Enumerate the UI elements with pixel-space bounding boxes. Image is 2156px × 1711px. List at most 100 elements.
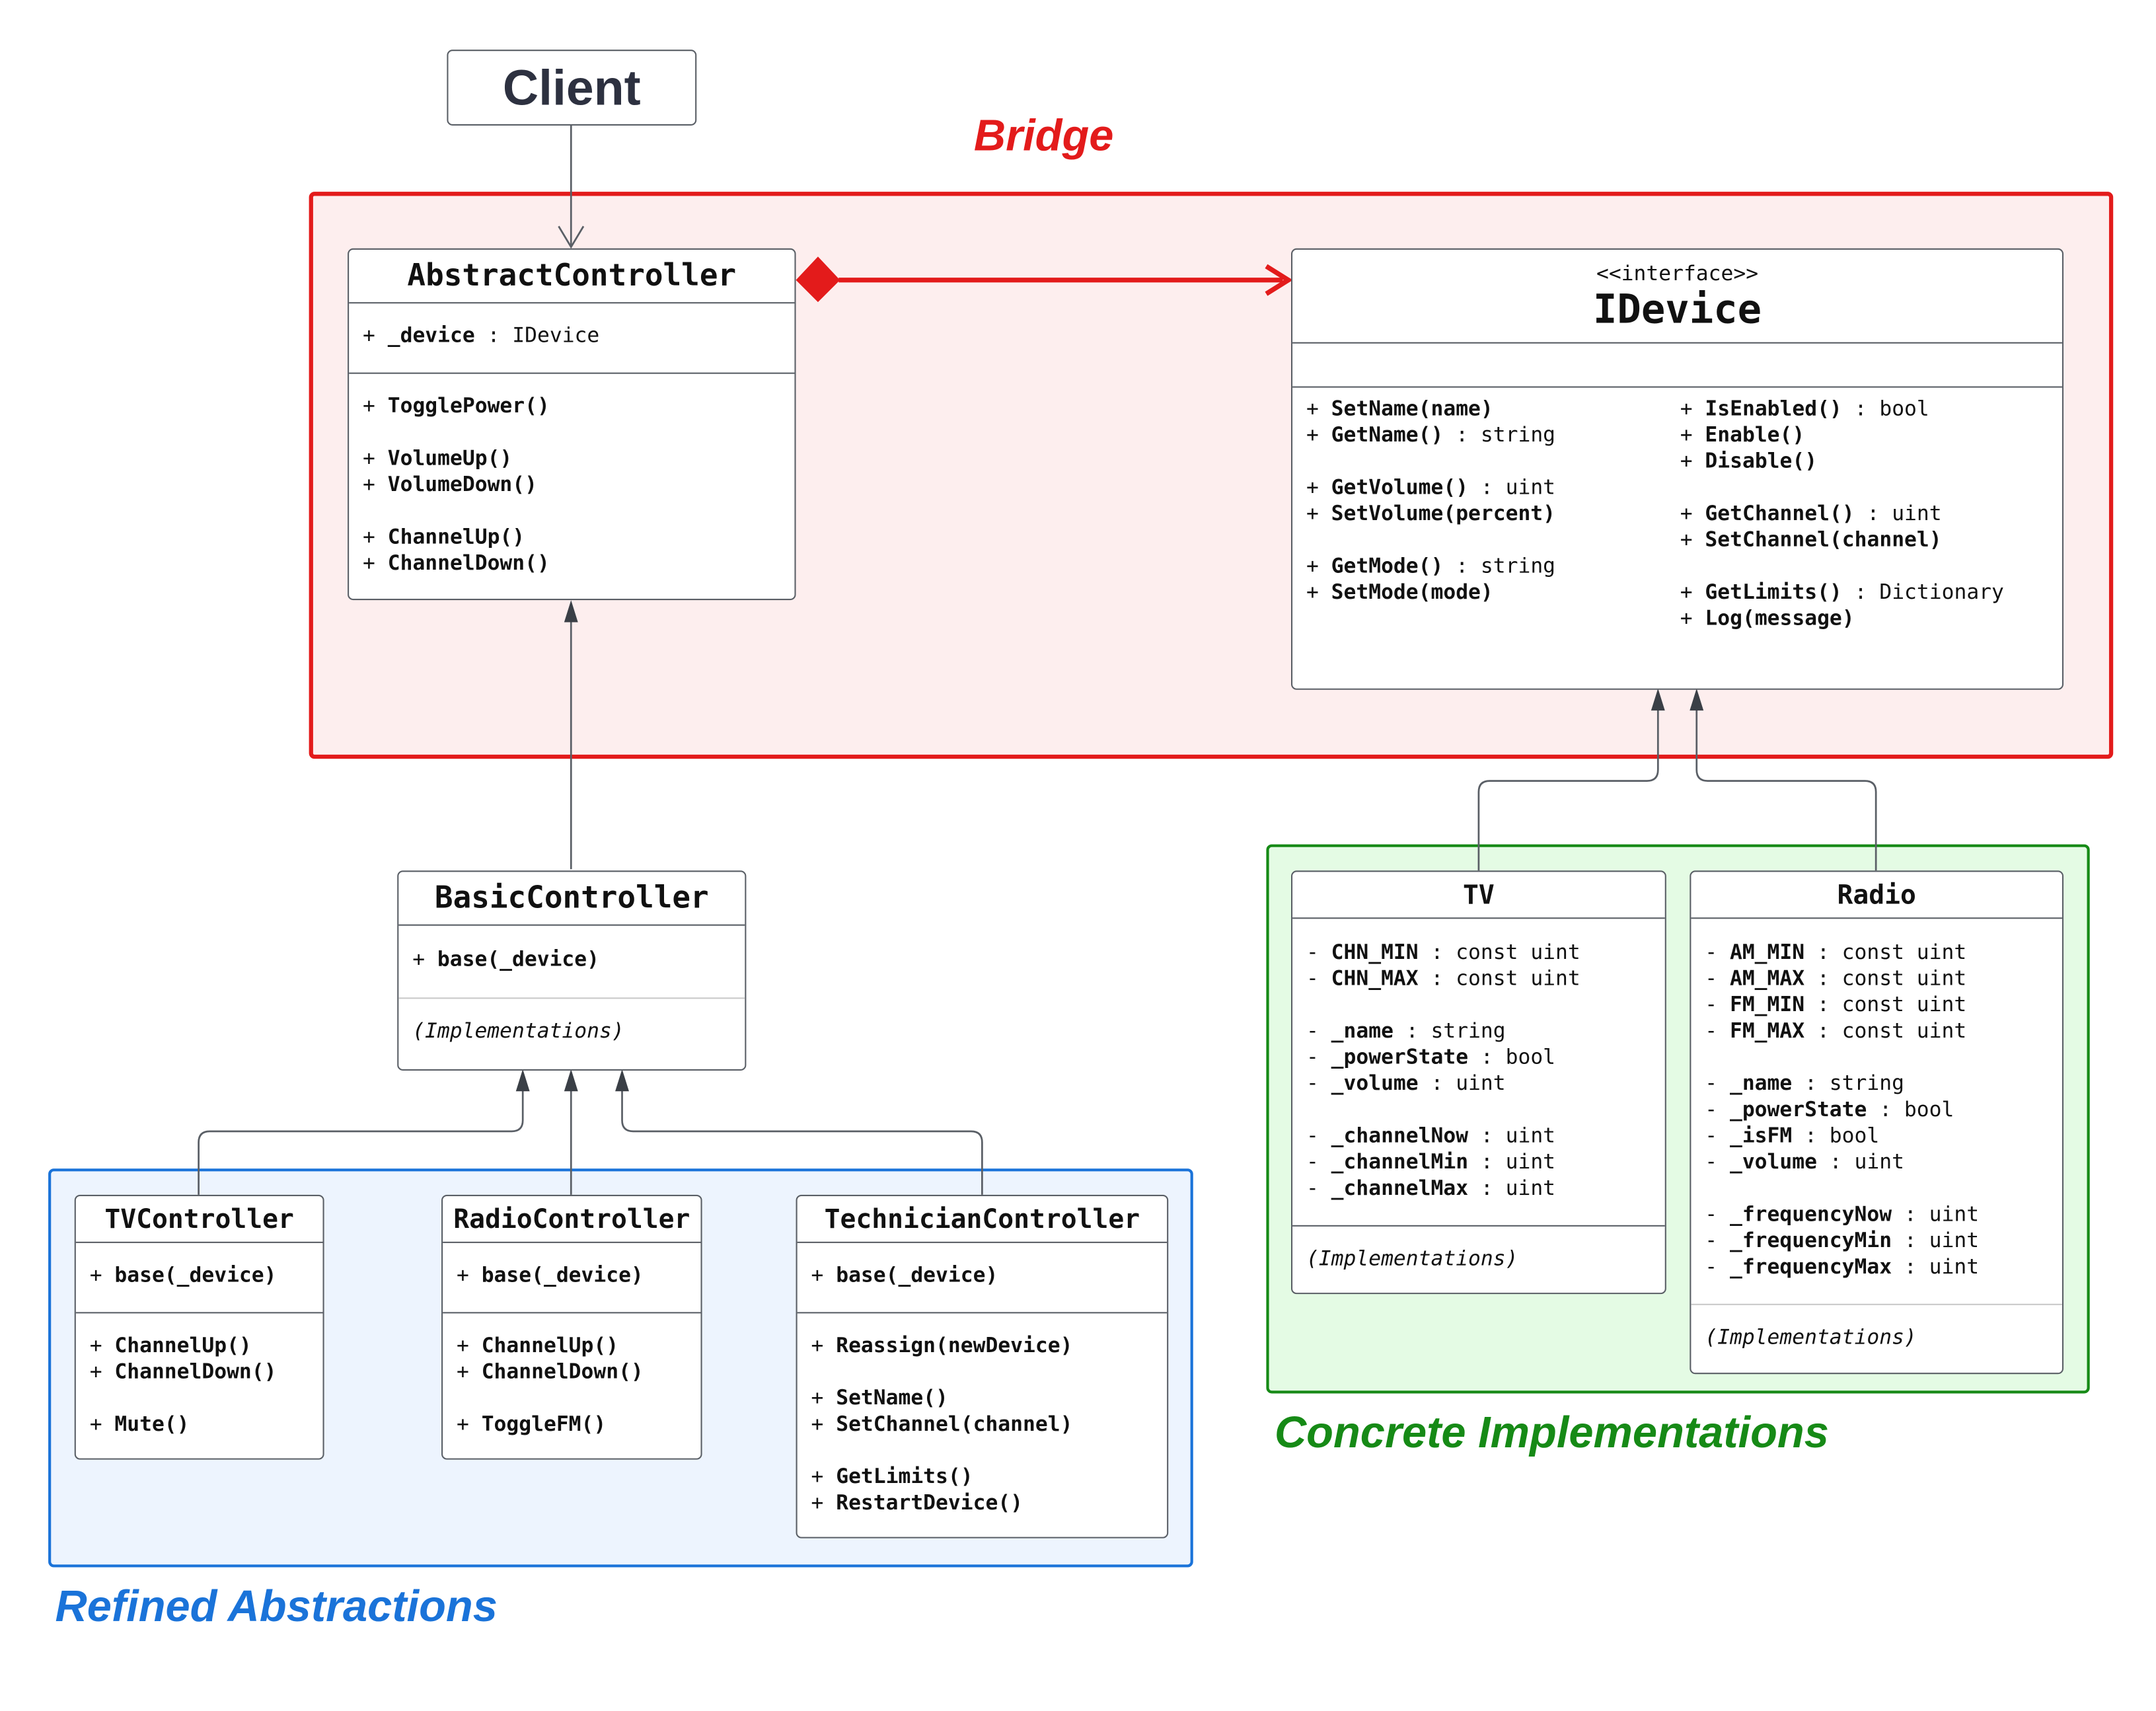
member-name: Log(message) <box>1705 605 1855 631</box>
visibility: - <box>1705 991 1730 1017</box>
visibility: - <box>1306 939 1331 965</box>
member-name: CHN_MAX <box>1331 966 1419 991</box>
member-name: ChannelDown() <box>387 550 550 576</box>
member-type: : uint <box>1468 475 1556 500</box>
member-row: + RestartDevice() <box>811 1490 1154 1517</box>
visibility: + <box>89 1332 115 1358</box>
visibility: + <box>89 1359 115 1384</box>
composition-arrowhead <box>1265 264 1293 296</box>
member-name: GetVolume() <box>1331 475 1469 500</box>
member-name: _isFM <box>1729 1123 1793 1148</box>
member-type: : const uint <box>1804 939 1967 965</box>
member-type: : Dictionary <box>1841 579 2004 605</box>
member-name: GetLimits() <box>836 1463 973 1489</box>
member-name: SetMode(mode) <box>1331 579 1493 605</box>
visibility: + <box>1306 579 1331 605</box>
member-type: : uint <box>1892 1201 1980 1227</box>
member-row: + SetChannel(channel) <box>811 1412 1154 1438</box>
member-type: : const uint <box>1804 991 1967 1017</box>
member-name: _powerState <box>1729 1096 1867 1122</box>
member-name: SetChannel(channel) <box>836 1411 1073 1437</box>
member-row: - _frequencyNow : uint <box>1705 1201 2048 1228</box>
member-row: + GetVolume() : uint <box>1306 475 1674 501</box>
member-name: VolumeUp() <box>387 445 513 471</box>
member-row: - _isFM : bool <box>1705 1123 2048 1149</box>
visibility: + <box>811 1490 836 1515</box>
radio-controller-attributes: + base(_device) <box>443 1243 700 1312</box>
member-row: - _name : string <box>1306 1018 1651 1045</box>
tv-controller-methods: + ChannelUp()+ ChannelDown()+ Mute() <box>75 1312 323 1445</box>
visibility: + <box>89 1262 115 1287</box>
member-spacer <box>1306 1097 1651 1123</box>
refined-abstractions-label: Refined Abstractions <box>55 1581 498 1631</box>
member-row: + base(_device) <box>457 1262 687 1289</box>
member-spacer <box>1705 1176 2048 1202</box>
member-name: ChannelUp() <box>387 524 525 549</box>
visibility: + <box>1306 422 1331 447</box>
client-box: Client <box>447 50 697 126</box>
member-spacer <box>1705 1044 2048 1071</box>
idevice-attributes <box>1292 344 2062 387</box>
visibility: + <box>456 1332 482 1358</box>
visibility: - <box>1705 1227 1730 1253</box>
radio-arrowhead <box>1690 688 1704 711</box>
member-name: SetName(name) <box>1331 396 1493 421</box>
visibility: + <box>811 1262 836 1287</box>
member-type: : uint <box>1854 500 1942 526</box>
member-row: + ChannelUp() <box>457 1333 687 1359</box>
member-row: + base(_device) <box>811 1262 1154 1289</box>
member-row: + SetMode(mode) <box>1306 580 1674 606</box>
technician-controller-class: TechnicianController + base(_device) + R… <box>796 1194 1169 1539</box>
tv-attributes: - CHN_MIN : const uint- CHN_MAX : const … <box>1292 919 1665 1225</box>
member-type: : string <box>1443 553 1556 578</box>
member-name: ChannelUp() <box>114 1332 252 1358</box>
member-type: : const uint <box>1418 966 1580 991</box>
member-type: : const uint <box>1418 939 1580 965</box>
basic-controller-name: BasicController <box>398 872 745 926</box>
techniciancontroller-arrowhead <box>615 1069 629 1092</box>
member-type: : uint <box>1418 1070 1506 1096</box>
tv-controller-name: TVController <box>75 1196 323 1243</box>
visibility: - <box>1306 1018 1331 1044</box>
member-name: base(_device) <box>437 946 599 971</box>
member-name: GetLimits() <box>1705 579 1842 605</box>
idevice-methods-left: + SetName(name)+ GetName() : string+ Get… <box>1306 396 1674 632</box>
member-name: _device <box>387 323 475 348</box>
member-type: : uint <box>1468 1149 1556 1174</box>
member-row: - _volume : uint <box>1306 1071 1651 1097</box>
radio-implementations: (Implementations) <box>1691 1303 2062 1359</box>
member-row: + base(_device) <box>90 1262 309 1289</box>
member-row: - _frequencyMax : uint <box>1705 1254 2048 1281</box>
member-row: + VolumeUp() <box>363 445 781 472</box>
technician-controller-methods: + Reassign(newDevice) + SetName()+ SetCha… <box>797 1312 1168 1524</box>
idevice-interface: <<interface>> IDevice + SetName(name)+ G… <box>1290 248 2064 690</box>
member-name: Reassign(newDevice) <box>836 1332 1073 1358</box>
visibility: + <box>1680 527 1705 552</box>
visibility: + <box>1680 579 1705 605</box>
member-type: : bool <box>1468 1044 1556 1069</box>
visibility: + <box>363 445 388 471</box>
member-spacer <box>90 1385 309 1412</box>
member-row: + Reassign(newDevice) <box>811 1333 1154 1359</box>
member-spacer <box>1306 527 1674 553</box>
member-name: _frequencyNow <box>1729 1201 1892 1227</box>
member-name: _name <box>1729 1070 1793 1096</box>
visibility: + <box>456 1359 482 1384</box>
member-row: - _powerState : bool <box>1705 1097 2048 1123</box>
member-name: AM_MAX <box>1729 966 1805 991</box>
member-type: : uint <box>1468 1123 1556 1148</box>
member-name: GetChannel() <box>1705 500 1855 526</box>
member-row: - FM_MAX : const uint <box>1705 1018 2048 1045</box>
technician-controller-attributes: + base(_device) <box>798 1243 1167 1312</box>
member-row: - _channelMax : uint <box>1306 1176 1651 1202</box>
visibility: - <box>1306 1070 1331 1096</box>
member-name: _name <box>1331 1018 1394 1044</box>
member-row: + GetChannel() : uint <box>1680 501 2048 527</box>
tv-implementations: (Implementations) <box>1292 1225 1665 1281</box>
member-name: ToggleFM() <box>481 1411 607 1437</box>
member-name: _channelMax <box>1331 1175 1469 1201</box>
radio-controller-class: RadioController + base(_device) + Channe… <box>441 1194 702 1460</box>
member-row: + GetLimits() <box>811 1464 1154 1490</box>
idevice-methods: + SetName(name)+ GetName() : string+ Get… <box>1292 386 2062 640</box>
member-name: SetName() <box>836 1385 948 1410</box>
